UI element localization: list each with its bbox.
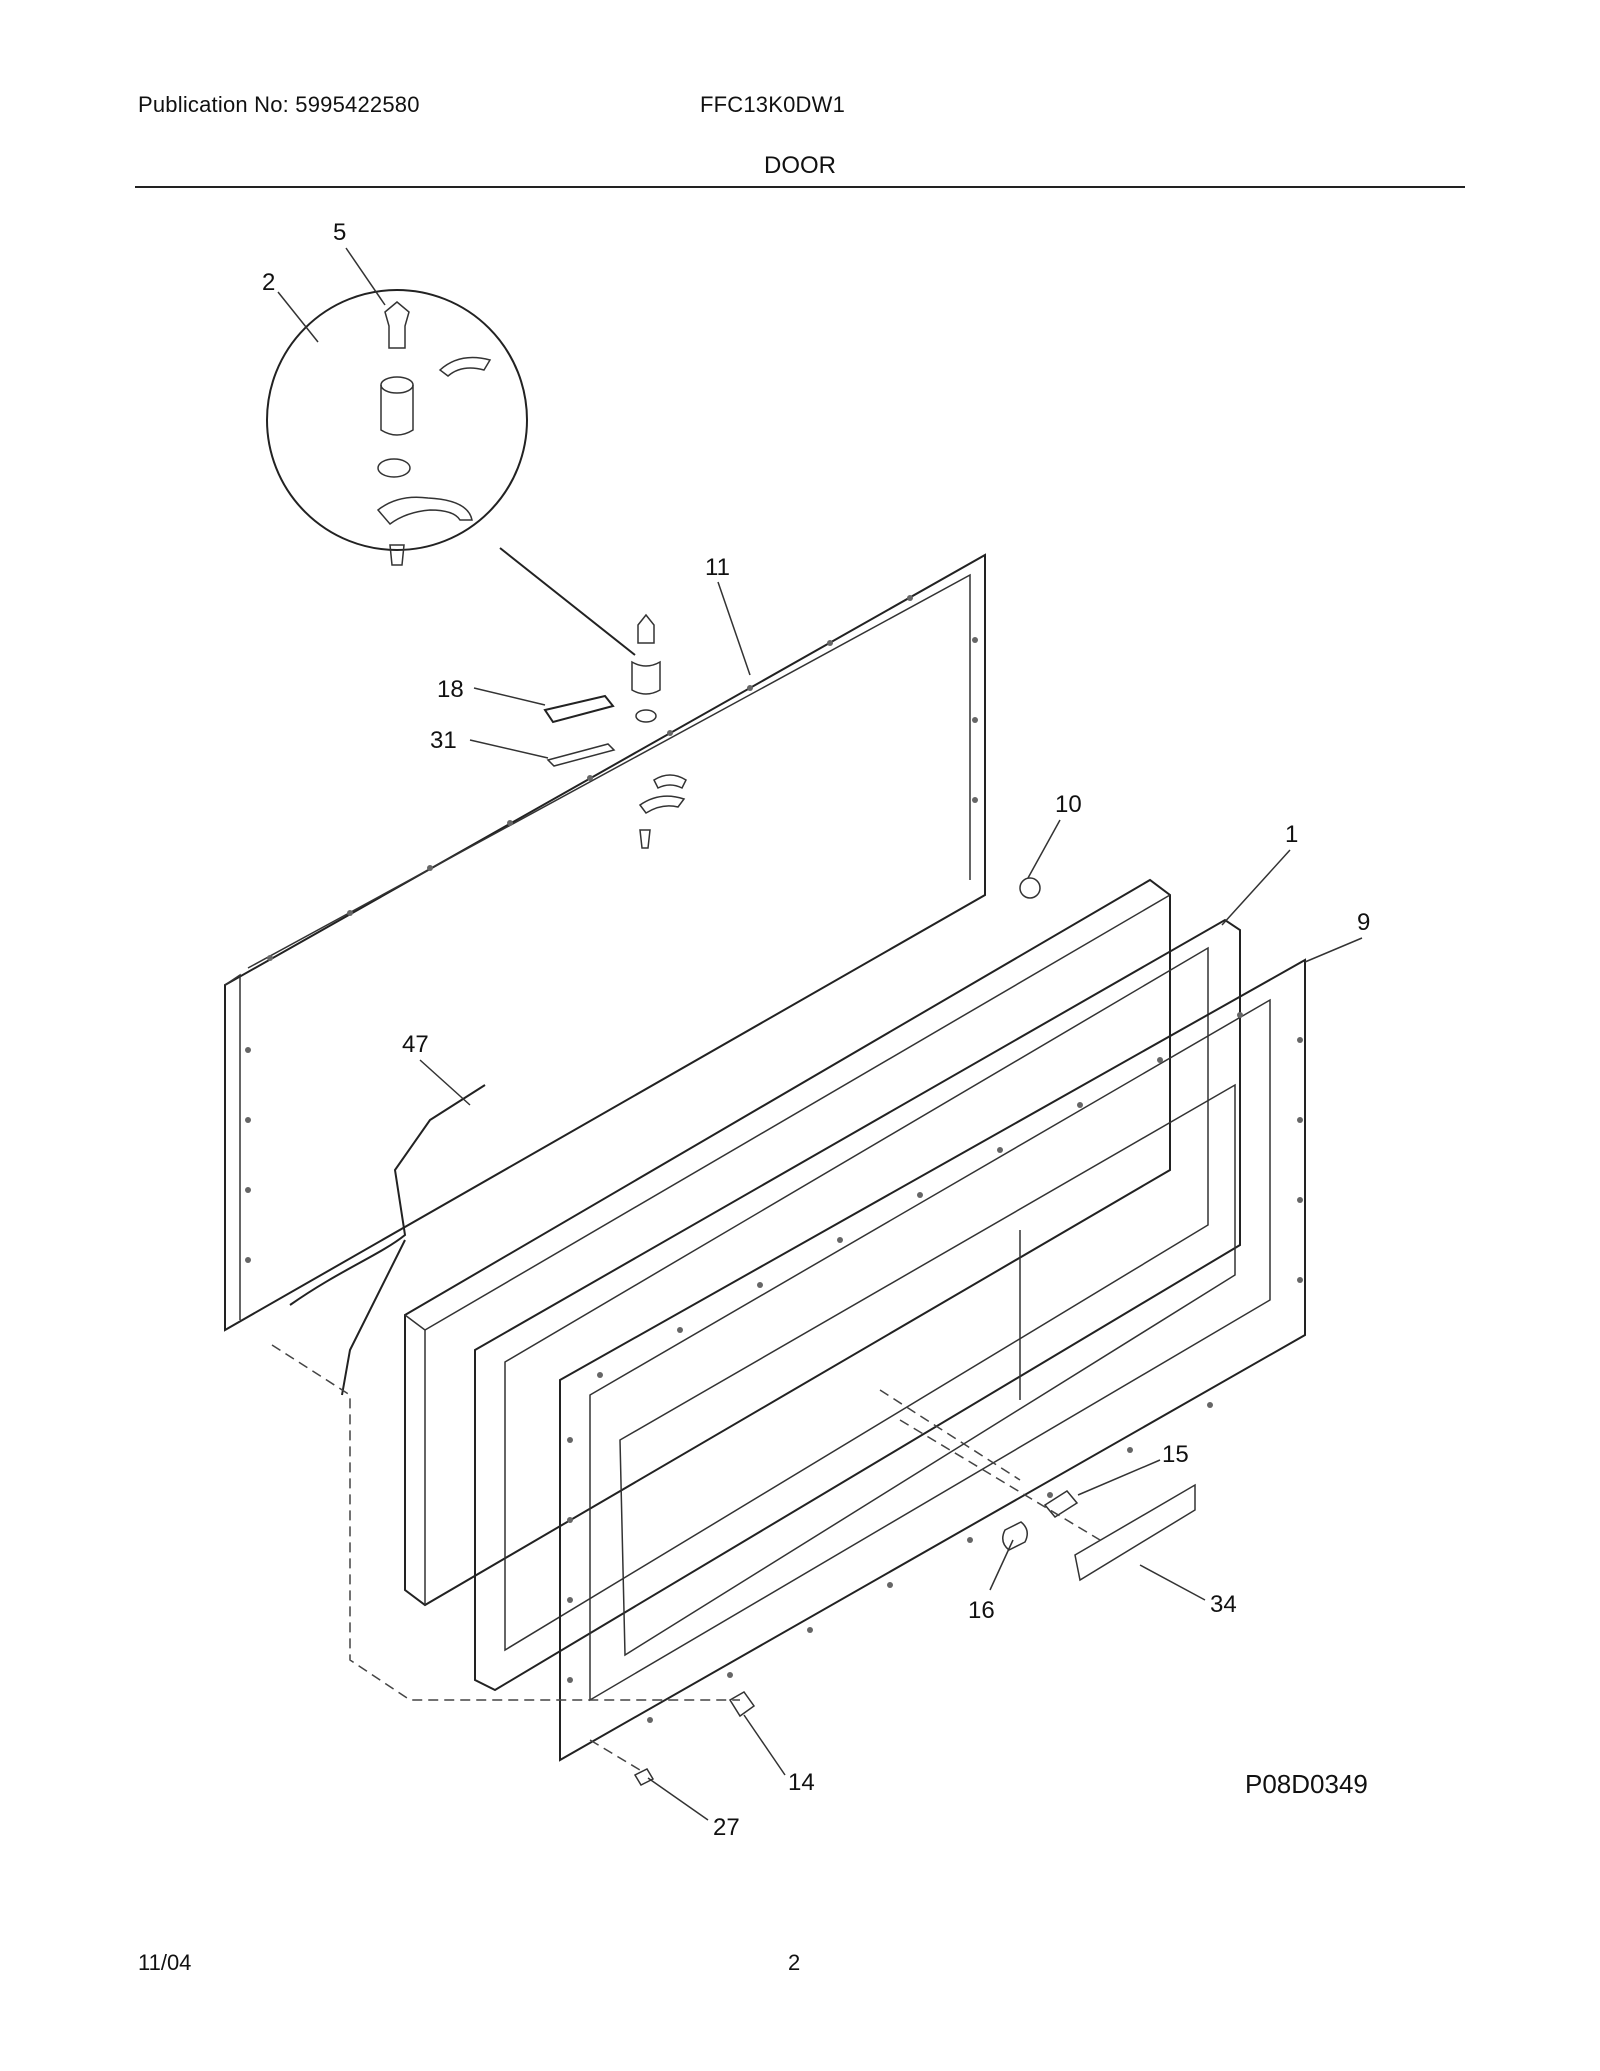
door-inner-liner [559, 958, 1306, 1762]
handle [543, 694, 615, 724]
callout-31: 31 [430, 727, 457, 754]
callout-27: 27 [713, 1814, 740, 1841]
detail-leader-line [499, 547, 636, 656]
callout-11: 11 [705, 554, 730, 581]
callout-10: 10 [1055, 791, 1082, 818]
door-gasket [474, 918, 1241, 1692]
callout-18: 18 [437, 676, 464, 703]
callout-leaders [277, 247, 1363, 1821]
callout-14: 14 [788, 1769, 815, 1796]
callout-2: 2 [262, 269, 275, 296]
lock-assembly [631, 613, 687, 849]
insulation-block [404, 878, 1171, 1607]
section-title: DOOR [764, 152, 836, 179]
callout-34: 34 [1210, 1591, 1237, 1618]
door-outer-panel [224, 553, 986, 1332]
callout-47: 47 [402, 1031, 429, 1058]
callout-5: 5 [333, 219, 346, 246]
footer-date: 11/04 [138, 1950, 192, 1975]
model-number: FFC13K0DW1 [700, 92, 846, 117]
callout-15: 15 [1162, 1441, 1189, 1468]
callout-1: 1 [1285, 821, 1298, 848]
callout-16: 16 [968, 1597, 995, 1624]
figure-id: P08D0349 [1245, 1769, 1368, 1799]
lock-detail-circle [266, 289, 528, 566]
light-assembly [633, 1483, 1196, 1786]
bumper [1019, 877, 1041, 899]
footer-page-number: 2 [788, 1950, 801, 1975]
callout-9: 9 [1357, 909, 1370, 936]
heater-wire [289, 1084, 486, 1306]
handle-gasket [546, 743, 616, 767]
publication-number: Publication No: 5995422580 [138, 92, 420, 117]
header-rule [135, 186, 1465, 188]
